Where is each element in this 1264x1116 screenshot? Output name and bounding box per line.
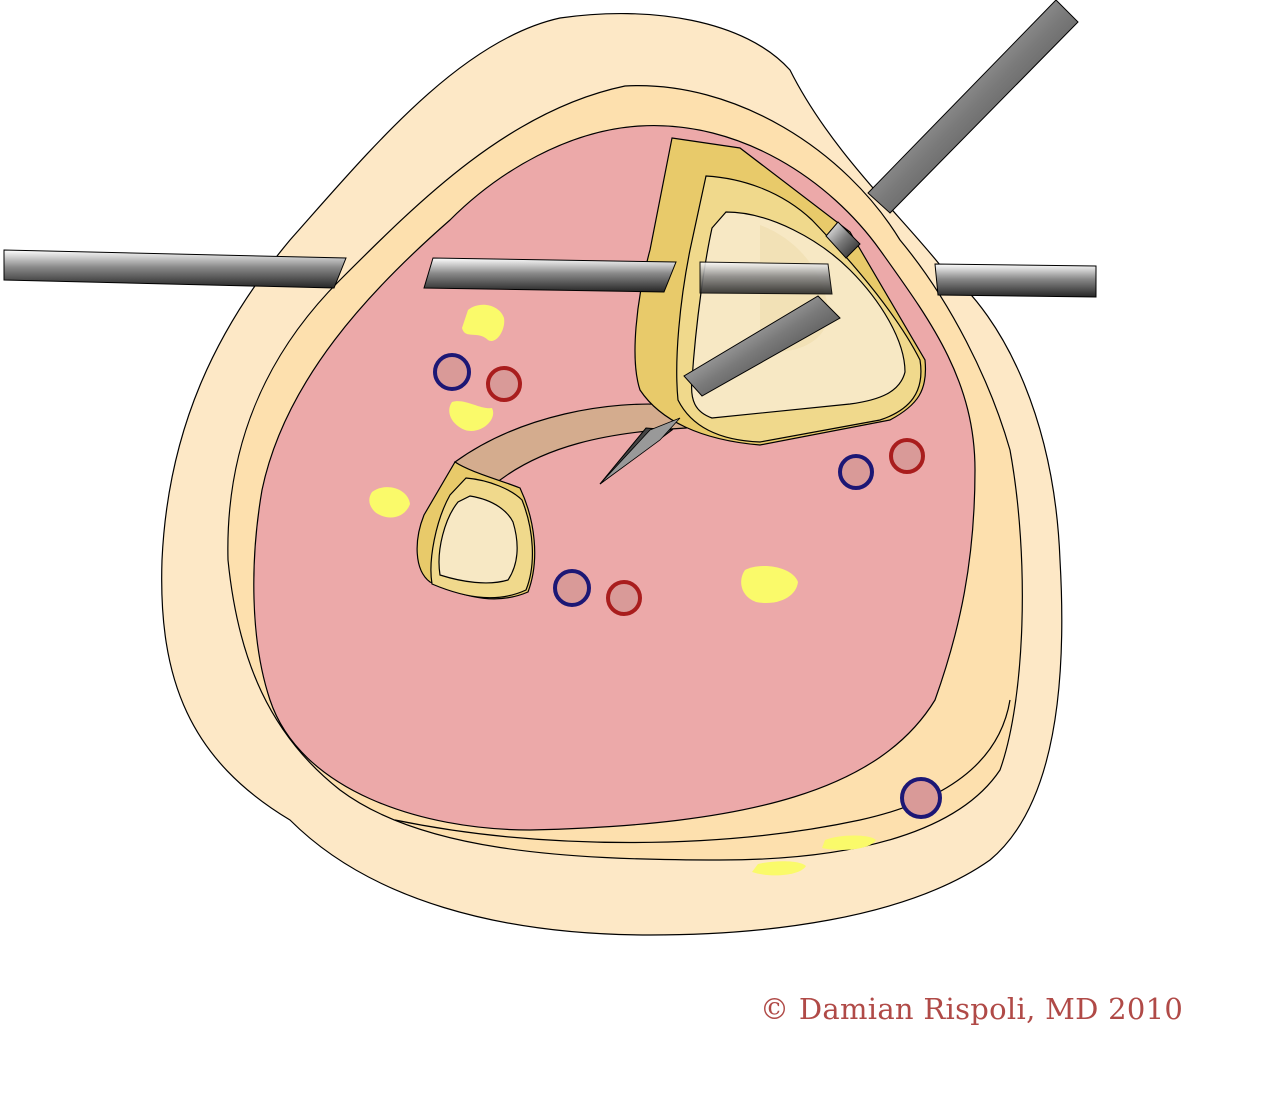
nerve-6 <box>752 861 806 876</box>
vein-3 <box>553 569 591 607</box>
nerve-3 <box>369 487 410 518</box>
nerve-1 <box>462 304 505 341</box>
fibula-bone <box>416 461 536 600</box>
oblique-pin-icon <box>599 0 1079 485</box>
copyright-credit: © Damian Rispoli, MD 2010 <box>760 992 1184 1026</box>
steel-pin-icon <box>3 249 1097 298</box>
vein-4 <box>900 777 942 819</box>
artery-3 <box>606 580 642 616</box>
vein-1 <box>433 353 471 391</box>
artery-1 <box>486 366 522 402</box>
nerve-4 <box>741 566 798 604</box>
nerve-2 <box>449 401 494 431</box>
vein-2 <box>838 454 874 490</box>
nerve-5 <box>822 835 876 850</box>
artery-2 <box>889 438 925 474</box>
fascia-arc <box>394 699 1011 844</box>
